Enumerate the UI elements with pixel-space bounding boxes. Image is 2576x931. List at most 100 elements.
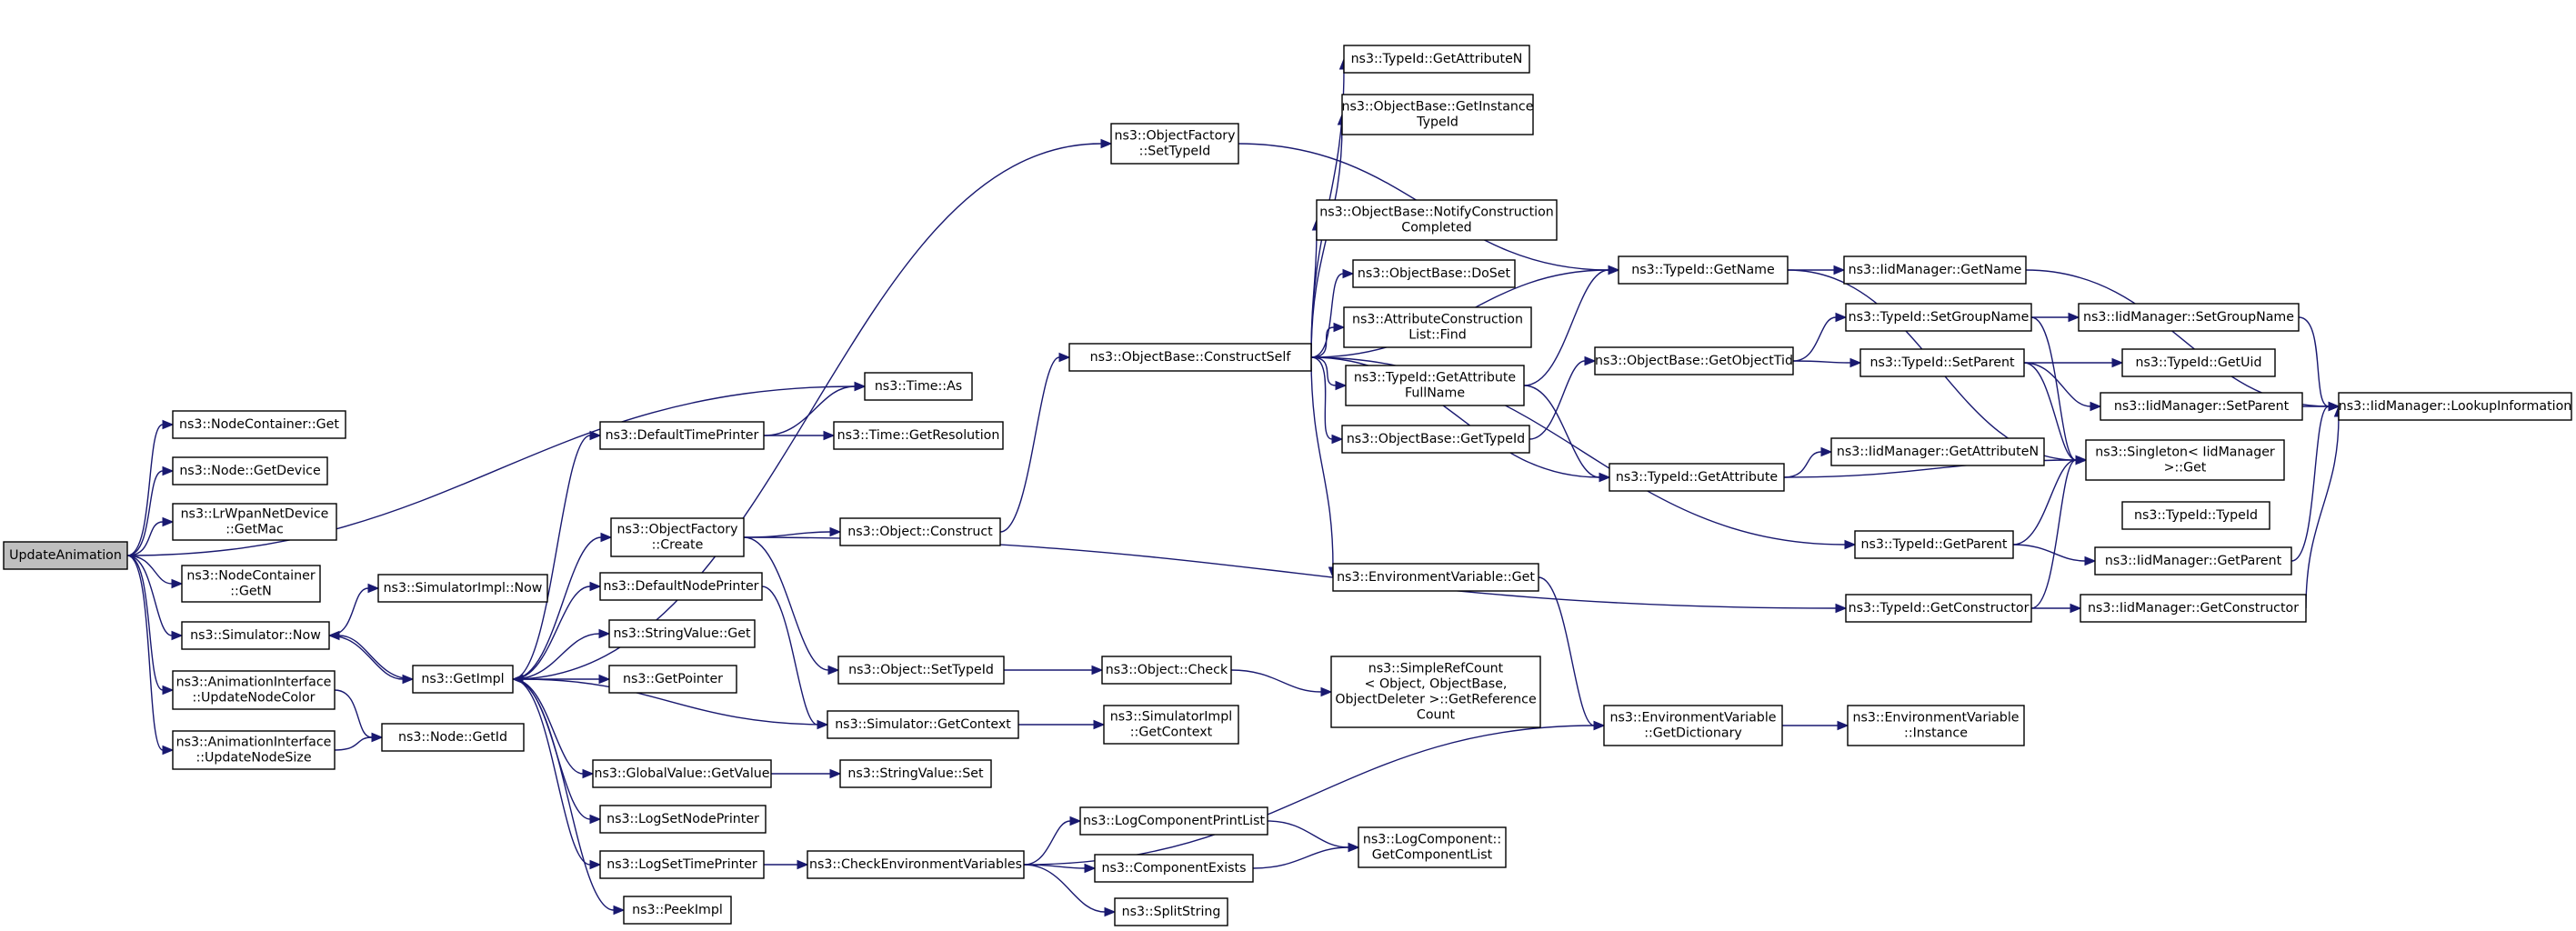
function-node-tidgetattrn[interactable]: ns3::TypeId::GetAttributeN <box>1343 45 1530 74</box>
function-node-iidgetctor[interactable]: ns3::IidManager::GetConstructor <box>2080 594 2307 623</box>
function-node-compexists[interactable]: ns3::ComponentExists <box>1094 854 1254 883</box>
function-node-dtp[interactable]: ns3::DefaultTimePrinter <box>599 421 765 450</box>
function-node-obgetobjtid[interactable]: ns3::ObjectBase::GetObjectTid <box>1594 346 1794 375</box>
function-node-iidsetparent[interactable]: ns3::IidManager::SetParent <box>2100 392 2303 421</box>
function-node-singleton[interactable]: ns3::Singleton< IidManager>::Get <box>2085 439 2285 481</box>
function-node-timeas[interactable]: ns3::Time::As <box>864 372 973 401</box>
node-box <box>172 730 336 770</box>
function-node-getimpl[interactable]: ns3::GetImpl <box>412 665 514 694</box>
arrowhead-icon <box>2068 312 2080 323</box>
function-node-tidgetparent[interactable]: ns3::TypeId::GetParent <box>1854 530 2014 559</box>
node-label: >::Get <box>2164 461 2207 476</box>
call-edge-tidgetctor-to-iidgetctor <box>2031 603 2082 614</box>
function-node-simgetctx[interactable]: ns3::Simulator::GetContext <box>827 710 1019 739</box>
function-node-iidlookup[interactable]: ns3::IidManager::LookupInformation <box>2338 392 2572 421</box>
function-node-logsetnp[interactable]: ns3::LogSetNodePrinter <box>599 805 767 834</box>
function-node-obnotify[interactable]: ns3::ObjectBase::NotifyConstructionCompl… <box>1316 199 1558 241</box>
function-node-logsettp[interactable]: ns3::LogSetTimePrinter <box>599 850 765 879</box>
node-label: ns3::TypeId::SetGroupName <box>1849 310 2030 325</box>
function-node-tidgetname[interactable]: ns3::TypeId::GetName <box>1618 255 1789 285</box>
node-box <box>807 850 1025 879</box>
call-edge-ua-to-lrwpan <box>126 516 175 556</box>
node-label: ns3::Time::GetResolution <box>837 428 1000 443</box>
function-node-tidgetctor[interactable]: ns3::TypeId::GetConstructor <box>1845 594 2032 623</box>
function-node-envgetdict[interactable]: ns3::EnvironmentVariable::GetDictionary <box>1603 705 1783 746</box>
function-node-iidgetparent[interactable]: ns3::IidManager::GetParent <box>2094 546 2292 576</box>
function-node-nodegetdev[interactable]: ns3::Node::GetDevice <box>172 456 328 486</box>
function-node-objsettypeid[interactable]: ns3::Object::SetTypeId <box>837 656 1005 685</box>
arrowhead-icon <box>1820 446 1833 457</box>
function-node-aicolor[interactable]: ns3::AnimationInterface::UpdateNodeColor <box>172 670 336 710</box>
function-node-simnow[interactable]: ns3::Simulator::Now <box>181 621 330 650</box>
function-node-gvgetvalue[interactable]: ns3::GlobalValue::GetValue <box>592 759 772 788</box>
edge-line <box>126 385 856 556</box>
function-node-timeres[interactable]: ns3::Time::GetResolution <box>833 421 1004 450</box>
function-node-dnp[interactable]: ns3::DefaultNodePrinter <box>599 572 763 601</box>
node-box <box>827 710 1019 739</box>
arrowhead-icon <box>2090 401 2102 412</box>
function-node-aisize[interactable]: ns3::AnimationInterface::UpdateNodeSize <box>172 730 336 770</box>
function-node-iidgetname[interactable]: ns3::IidManager::GetName <box>1843 255 2027 285</box>
call-edge-ua-to-ncgetn <box>126 555 184 589</box>
function-node-tidsetparent[interactable]: ns3::TypeId::SetParent <box>1859 348 2025 377</box>
node-box <box>1618 255 1789 285</box>
node-label: ::GetContext <box>1130 726 1213 740</box>
function-node-iidgetattrn[interactable]: ns3::IidManager::GetAttributeN <box>1830 437 2045 466</box>
call-edge-ua-to-ncget <box>126 419 175 556</box>
arrowhead-icon <box>598 628 611 639</box>
node-box <box>592 759 772 788</box>
function-node-peekimpl[interactable]: ns3::PeekImpl <box>623 896 732 925</box>
function-node-svset[interactable]: ns3::StringValue::Set <box>839 759 992 788</box>
node-label: ns3::TypeId::GetConstructor <box>1849 601 2030 616</box>
function-node-obcs[interactable]: ns3::ObjectBase::ConstructSelf <box>1068 343 1312 372</box>
function-node-lcgetlist[interactable]: ns3::LogComponent::GetComponentList <box>1358 826 1507 868</box>
function-node-envinst[interactable]: ns3::EnvironmentVariable::Instance <box>1847 705 2025 746</box>
node-label: Count <box>1417 708 1456 723</box>
function-node-ofsettypeid[interactable]: ns3::ObjectFactory::SetTypeId <box>1110 123 1239 165</box>
node-box <box>377 574 548 603</box>
node-box <box>837 656 1005 685</box>
function-node-svget[interactable]: ns3::StringValue::Get <box>608 619 756 648</box>
function-node-tidsetgroup[interactable]: ns3::TypeId::SetGroupName <box>1845 303 2032 332</box>
node-label: ns3::StringValue::Get <box>613 626 751 641</box>
function-node-ncget[interactable]: ns3::NodeContainer::Get <box>172 410 346 439</box>
function-node-objcheck[interactable]: ns3::Object::Check <box>1101 656 1232 685</box>
arrowhead-icon <box>613 905 626 916</box>
edge-line <box>761 586 818 726</box>
function-node-lcpl[interactable]: ns3::LogComponentPrintList <box>1079 806 1268 836</box>
function-node-envget[interactable]: ns3::EnvironmentVariable::Get <box>1332 563 1539 592</box>
node-box <box>1094 854 1254 883</box>
function-node-obdoset[interactable]: ns3::ObjectBase::DoSet <box>1352 259 1516 288</box>
function-node-lrwpan[interactable]: ns3::LrWpanNetDevice::GetMac <box>172 503 337 541</box>
node-box <box>1345 365 1525 406</box>
edge-line <box>1023 820 1071 866</box>
function-node-ofcreate[interactable]: ns3::ObjectFactory::Create <box>610 517 745 557</box>
function-node-tidtypeid[interactable]: ns3::TypeId::TypeId <box>2121 501 2270 530</box>
function-node-splitstr[interactable]: ns3::SplitString <box>1114 897 1228 926</box>
function-node-simimplgetctx[interactable]: ns3::SimulatorImpl::GetContext <box>1103 705 1239 745</box>
function-node-nodegetid[interactable]: ns3::Node::GetId <box>381 723 525 752</box>
node-box <box>412 665 514 694</box>
function-node-tidgetattr[interactable]: ns3::TypeId::GetAttribute <box>1609 463 1785 492</box>
arrowhead-icon <box>2075 455 2088 466</box>
call-edge-getimpl-to-logsettp <box>512 678 602 870</box>
function-node-ua[interactable]: UpdateAnimation <box>3 541 128 570</box>
function-node-ncgetn[interactable]: ns3::NodeContainer::GetN <box>181 565 321 603</box>
function-node-objconstruct[interactable]: ns3::Object::Construct <box>839 517 1001 546</box>
function-node-tidgetuid[interactable]: ns3::TypeId::GetUid <box>2121 348 2276 377</box>
call-edge-tidgetattrfull-to-tidgetname <box>1523 265 1620 386</box>
function-node-simimplnow[interactable]: ns3::SimulatorImpl::Now <box>377 574 548 603</box>
node-box <box>172 410 346 439</box>
function-node-iidsetgroup[interactable]: ns3::IidManager::SetGroupName <box>2078 303 2300 332</box>
function-node-checkenv[interactable]: ns3::CheckEnvironmentVariables <box>807 850 1025 879</box>
edge-line <box>1792 316 1837 362</box>
function-node-obgettypeid[interactable]: ns3::ObjectBase::GetTypeId <box>1341 425 1530 454</box>
node-label: ns3::CheckEnvironmentVariables <box>809 857 1022 872</box>
function-node-srcgetref[interactable]: ns3::SimpleRefCount< Object, ObjectBase,… <box>1330 656 1541 728</box>
function-node-getptr[interactable]: ns3::GetPointer <box>608 665 737 694</box>
edge-line <box>126 555 164 691</box>
node-label: ns3::LogComponent:: <box>1363 833 1501 847</box>
